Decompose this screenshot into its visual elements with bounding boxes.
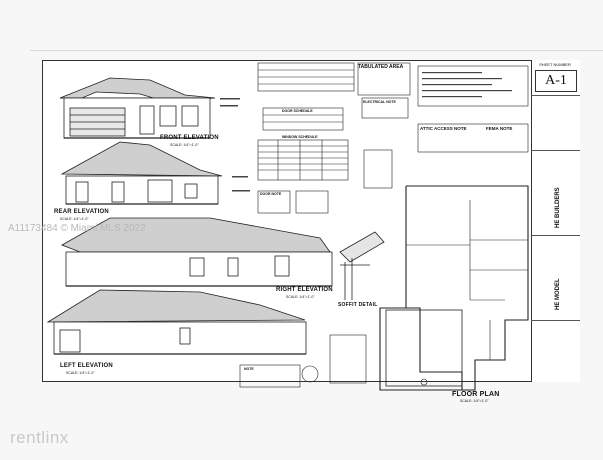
soffit-detail-label: SOFFIT DETAIL: [338, 302, 378, 308]
front-elevation-scale: SCALE: 1/4"=1'-0": [170, 143, 199, 147]
floor-plan-scale: SCALE: 1/4"=1'-0": [460, 399, 489, 403]
right-elevation-drawing: [61, 217, 333, 287]
note-title: NOTE: [244, 367, 254, 371]
floor-plan-drawing: [379, 185, 529, 391]
attic-access-note-title: ATTIC ACCESS NOTE: [420, 126, 467, 131]
door-schedule-title: DOOR SCHEDULE: [282, 109, 313, 113]
left-elevation-drawing: [46, 289, 307, 355]
sheet-number: A-1: [535, 70, 577, 92]
tabulated-area-title: TABULATED AREA: [358, 64, 404, 70]
left-elevation-label: LEFT ELEVATION: [60, 363, 113, 369]
window-schedule-title: WINDOW SCHEDULE: [282, 135, 318, 139]
fema-note-title: FEMA NOTE: [486, 126, 513, 131]
divider: [30, 50, 603, 51]
right-elevation-label: RIGHT ELEVATION: [276, 287, 333, 293]
right-elevation-scale: SCALE: 1/4"=1'-0": [286, 295, 315, 299]
rear-elevation-scale: SCALE: 1/4"=1'-0": [60, 217, 89, 221]
electrical-note-title: ELECTRICAL NOTE: [363, 100, 396, 104]
front-elevation-drawing: [59, 77, 216, 139]
floor-plan-label: FLOOR PLAN: [452, 391, 500, 398]
model-name: HE MODEL: [555, 278, 561, 310]
mls-watermark: A11173484 © Miami MLS 2022: [8, 223, 146, 234]
rear-elevation-drawing: [60, 141, 223, 205]
title-block: [531, 60, 580, 382]
title-block-divider: [531, 95, 580, 96]
title-block-divider: [531, 150, 580, 151]
left-elevation-scale: SCALE: 1/4"=1'-0": [66, 371, 95, 375]
soffit-detail-drawing: [339, 231, 385, 300]
builder-name: HE BUILDERS: [555, 187, 561, 228]
title-block-divider: [531, 235, 580, 236]
sheet-number-label: SHEET NUMBER: [539, 62, 571, 67]
door-note-title: DOOR NOTE: [260, 192, 282, 196]
front-elevation-label: FRONT ELEVATION: [160, 135, 219, 141]
title-block-divider: [531, 320, 580, 321]
rentlinx-logo: rentlinx: [10, 428, 69, 447]
rear-elevation-label: REAR ELEVATION: [54, 209, 109, 215]
schedule-tables: [239, 62, 529, 388]
